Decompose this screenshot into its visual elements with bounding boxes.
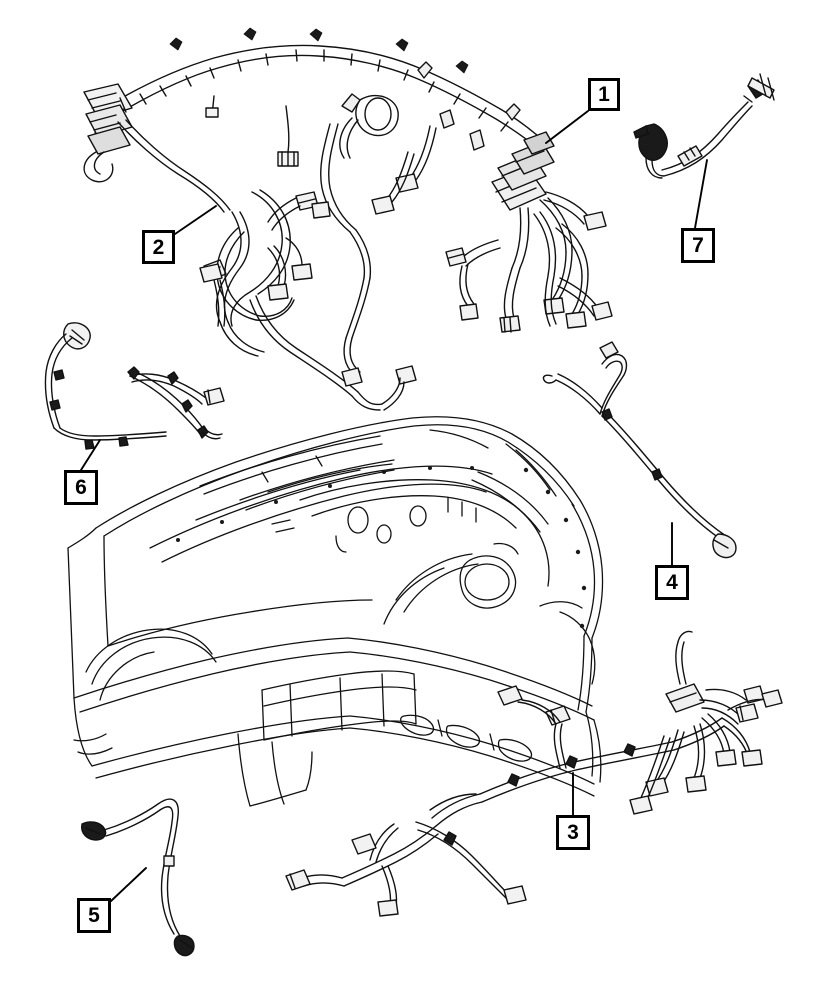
part-6-hood-harness <box>44 322 225 450</box>
callout-box-4[interactable]: 4 <box>655 565 689 600</box>
part-4-headlamp-jumper <box>542 341 737 559</box>
part-7-sensor-jumper <box>633 73 775 179</box>
vehicle-front-end-structure <box>67 416 604 807</box>
callout-box-3[interactable]: 3 <box>556 815 590 850</box>
leader-5 <box>110 867 147 902</box>
part-3-fascia-harness <box>285 630 783 917</box>
callout-box-6[interactable]: 6 <box>64 470 98 505</box>
callout-number-4: 4 <box>666 571 678 594</box>
leader-6 <box>80 439 101 471</box>
leader-2 <box>174 205 217 235</box>
callout-number-6: 6 <box>75 476 87 499</box>
callout-box-2[interactable]: 2 <box>142 230 175 264</box>
callout-box-7[interactable]: 7 <box>681 228 715 263</box>
part-1-main-harness <box>83 27 613 411</box>
leader-7 <box>694 159 708 229</box>
part-2-dash-branch <box>199 227 313 321</box>
callout-number-2: 2 <box>152 235 165 259</box>
callout-number-5: 5 <box>88 904 100 927</box>
part-5-ground-cable <box>81 798 195 957</box>
callout-number-7: 7 <box>692 234 704 257</box>
callout-number-1: 1 <box>598 83 610 106</box>
callout-leader-lines <box>80 110 708 902</box>
callout-number-3: 3 <box>567 821 579 844</box>
leader-1 <box>545 110 589 144</box>
callout-box-5[interactable]: 5 <box>77 898 111 933</box>
callout-box-1[interactable]: 1 <box>588 78 620 111</box>
